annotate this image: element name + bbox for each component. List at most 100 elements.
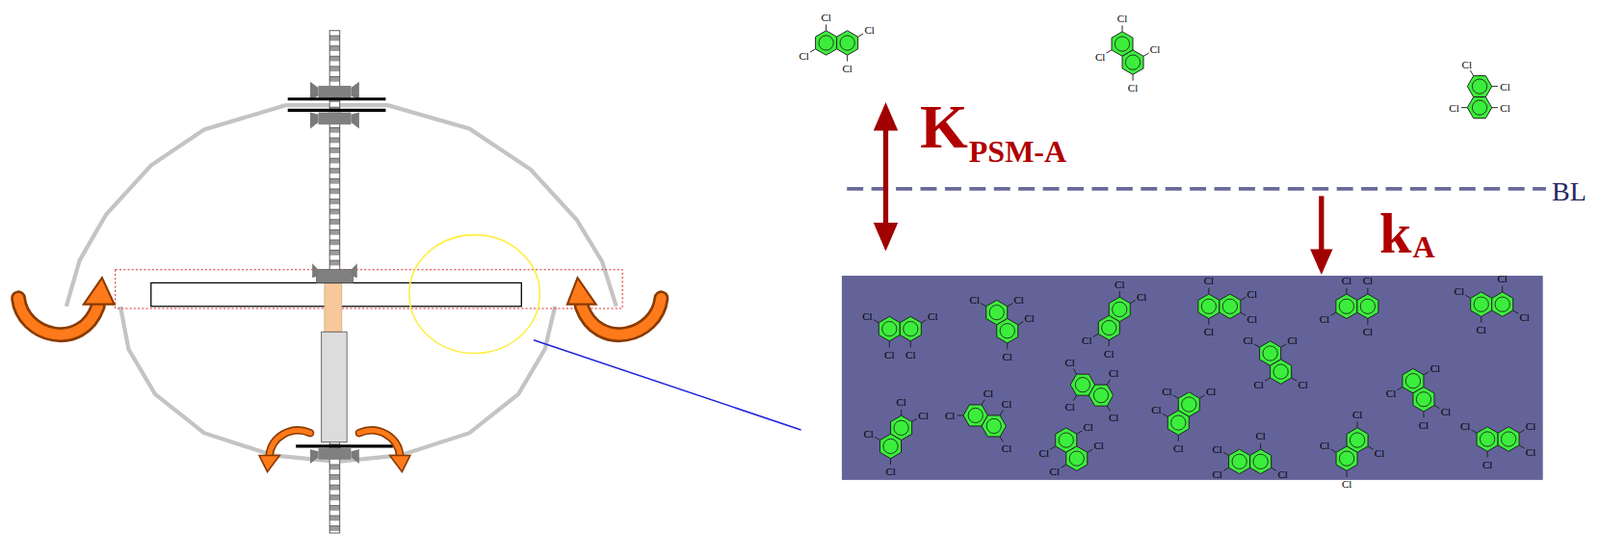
chlorine-atom: Cl — [1204, 275, 1214, 287]
chlorine-atom: Cl — [1475, 324, 1486, 336]
aromatic-ring — [1470, 291, 1493, 316]
chlorine-bond — [1367, 445, 1374, 449]
aromatic-ring — [1122, 50, 1144, 75]
chlorine-atom: Cl — [1454, 286, 1465, 297]
chlorine-bond — [1281, 343, 1287, 347]
chlorine-atom: Cl — [1064, 357, 1075, 368]
holder — [321, 331, 347, 442]
chlorine-atom: Cl — [885, 466, 895, 477]
chlorine-bond — [1240, 296, 1247, 300]
chlorine-bond — [1357, 420, 1359, 427]
chlorine-bond — [1366, 288, 1368, 294]
chlorine-atom: Cl — [1013, 293, 1023, 305]
naphthalene-molecule — [1223, 443, 1277, 474]
chlorine-atom: Cl — [1374, 446, 1385, 458]
aromatic-ring — [1229, 448, 1251, 473]
aromatic-circle — [1125, 54, 1140, 70]
naphthalene-molecule — [1396, 367, 1440, 418]
chlorine-bond — [1119, 290, 1121, 297]
chlorine-bond — [1434, 405, 1441, 409]
aromatic-circle — [1479, 431, 1495, 446]
chlorine-bond — [858, 33, 865, 37]
naphthalene-molecule — [1070, 368, 1113, 412]
mid-clamp — [315, 269, 353, 284]
aromatic-circle — [1093, 388, 1108, 403]
bottom-clamp — [295, 445, 394, 464]
aromatic-ring — [1413, 386, 1435, 411]
aromatic-circle — [1262, 345, 1278, 361]
zoom-leader — [533, 340, 802, 430]
boundary-layer — [846, 186, 1547, 191]
chlorine-bond — [900, 409, 902, 416]
aromatic-circle — [1338, 450, 1354, 466]
chlorine-bond — [1129, 299, 1136, 303]
chlorine-atom: Cl — [1255, 430, 1265, 442]
chlorine-bond — [1106, 379, 1110, 386]
flow-arrow — [18, 277, 661, 472]
aromatic-ring — [1476, 426, 1498, 451]
chlorine-atom: Cl — [1108, 367, 1119, 379]
aromatic-circle — [1471, 78, 1487, 94]
chlorine-bond — [1223, 451, 1230, 455]
chlorine-bond — [873, 319, 880, 323]
chlorine-atom: Cl — [1114, 278, 1125, 289]
aromatic-circle — [882, 320, 897, 336]
chlorine-atom: Cl — [820, 12, 831, 24]
aromatic-ring — [1467, 97, 1492, 119]
chlorine-atom: Cl — [1297, 378, 1308, 390]
chlorine-bond — [920, 319, 927, 323]
chlorine-bond — [1087, 448, 1094, 452]
aromatic-circle — [989, 305, 1004, 320]
chlorine-bond — [1254, 343, 1260, 347]
chlorine-bond — [825, 24, 827, 30]
aromatic-ring — [1198, 293, 1220, 318]
chlorine-atom: Cl — [1482, 459, 1493, 471]
chlorine-bond — [1423, 371, 1430, 375]
chlorine-atom: Cl — [1341, 275, 1352, 287]
boundary-layer-label: BL — [1551, 178, 1587, 206]
naphthalene-molecule — [1331, 420, 1374, 476]
chlorine-bond — [1093, 333, 1100, 337]
aromatic-circle — [1181, 396, 1197, 412]
chlorine-bond — [1492, 106, 1498, 108]
chlorine-bond — [1469, 70, 1473, 77]
aromatic-circle — [1416, 392, 1431, 407]
naphthalene-molecule — [1461, 70, 1498, 119]
chlorine-bond — [980, 303, 987, 307]
aromatic-ring — [1088, 384, 1113, 406]
chlorine-bond — [1006, 342, 1008, 349]
chlorine-bond — [1178, 434, 1180, 441]
zoom-circle — [409, 235, 541, 354]
chlorine-bond — [1143, 52, 1150, 56]
subscript: PSM-A — [969, 135, 1067, 167]
chlorine-atom: Cl — [1242, 335, 1253, 346]
chlorine-bond — [1501, 286, 1503, 292]
aromatic-circle — [1473, 296, 1489, 312]
chlorine-atom: Cl — [1001, 350, 1012, 362]
chlorine-atom: Cl — [841, 63, 852, 75]
aromatic-circle — [903, 320, 919, 336]
chlorine-atom: Cl — [1095, 51, 1105, 62]
chlorine-bond — [1076, 430, 1083, 434]
chlorine-bond — [1487, 450, 1489, 457]
sampler-zone — [115, 269, 623, 309]
aromatic-ring — [1497, 426, 1520, 451]
aromatic-circle — [818, 35, 834, 51]
chlorine-atom: Cl — [1039, 446, 1050, 458]
chlorine-bond — [1291, 377, 1298, 381]
aromatic-ring — [1219, 293, 1241, 318]
chlorine-bond — [1492, 85, 1498, 87]
exchange-arrow — [873, 102, 898, 252]
chlorine-bond — [981, 398, 985, 405]
chlorine-atom: Cl — [1064, 401, 1075, 413]
rate-symbol: k — [1379, 204, 1412, 263]
mid-clamp — [350, 262, 357, 278]
sampler-phase — [841, 275, 1544, 480]
uptake-arrow — [1310, 195, 1333, 275]
aromatic-circle — [1495, 296, 1510, 312]
chlorine-atom: Cl — [1386, 388, 1396, 399]
chlorine-atom: Cl — [798, 50, 809, 61]
chlorine-atom: Cl — [905, 348, 916, 360]
chlorine-atom: Cl — [1519, 311, 1529, 322]
